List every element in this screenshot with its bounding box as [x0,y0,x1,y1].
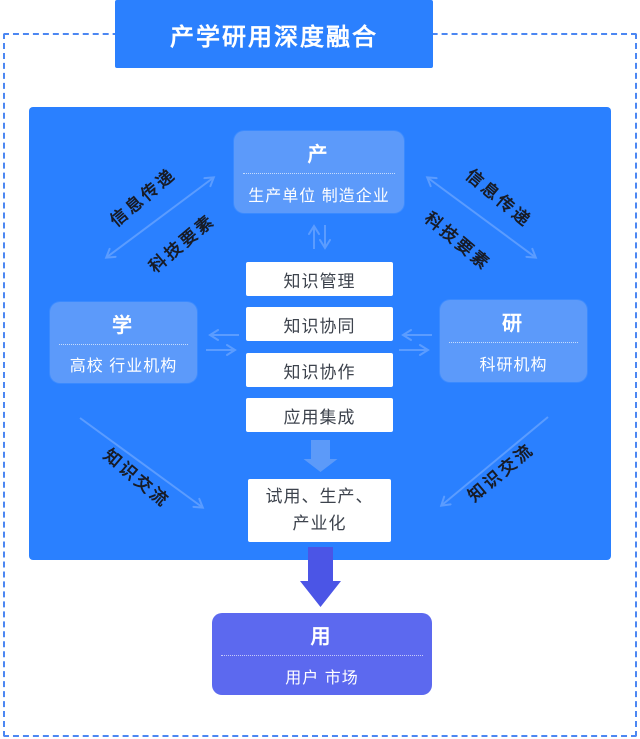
edge-label-info-transfer-right: 信息传递 [461,165,536,232]
node-academy-desc: 高校 行业机构 [69,358,178,375]
outcome-line1: 试用、生产、 [265,487,374,507]
node-application-desc: 用户 市场 [285,669,359,687]
main-panel: 产 生产单位 制造企业 学 高校 行业机构 研 科研机构 知识管理 知识协同 知… [29,107,611,560]
title-banner: 产学研用深度融合 [115,0,433,68]
edge-label-knowledge-exchange-right: 知识交流 [464,439,539,506]
node-produce-desc: 生产单位 制造企业 [248,187,390,205]
node-academy: 学 高校 行业机构 [50,302,197,383]
edge-label-info-transfer-left: 信息传递 [106,164,181,231]
step-knowledge-synergy: 知识协同 [246,307,393,341]
big-down-arrow-icon [300,547,341,607]
divider [243,173,395,174]
node-application-title: 用 [310,625,334,648]
outcome-box: 试用、生产、 产业化 [248,479,391,542]
node-research: 研 科研机构 [440,300,587,382]
exchange-arrows-right-icon [399,329,432,356]
outcome-line2: 产业化 [292,513,347,533]
exchange-arrows-vertical-icon [308,224,331,250]
edge-label-tech-elements-right: 科技要素 [420,208,495,275]
node-application: 用 用户 市场 [212,613,432,695]
divider [59,344,188,345]
page-title: 产学研用深度融合 [170,23,378,51]
exchange-arrows-left-icon [206,329,239,356]
node-research-title: 研 [502,312,525,335]
node-academy-title: 学 [112,314,135,337]
node-produce: 产 生产单位 制造企业 [234,131,404,213]
divider [449,342,578,343]
edge-label-knowledge-exchange-left: 知识交流 [99,445,174,512]
thick-down-arrow-icon [303,440,338,472]
edge-label-tech-elements-left: 科技要素 [145,210,220,277]
node-research-desc: 科研机构 [479,356,548,374]
node-produce-title: 产 [307,143,331,166]
step-application-integration: 应用集成 [246,398,393,432]
divider [221,655,423,656]
step-knowledge-management: 知识管理 [246,262,393,296]
step-knowledge-collaboration: 知识协作 [246,353,393,387]
